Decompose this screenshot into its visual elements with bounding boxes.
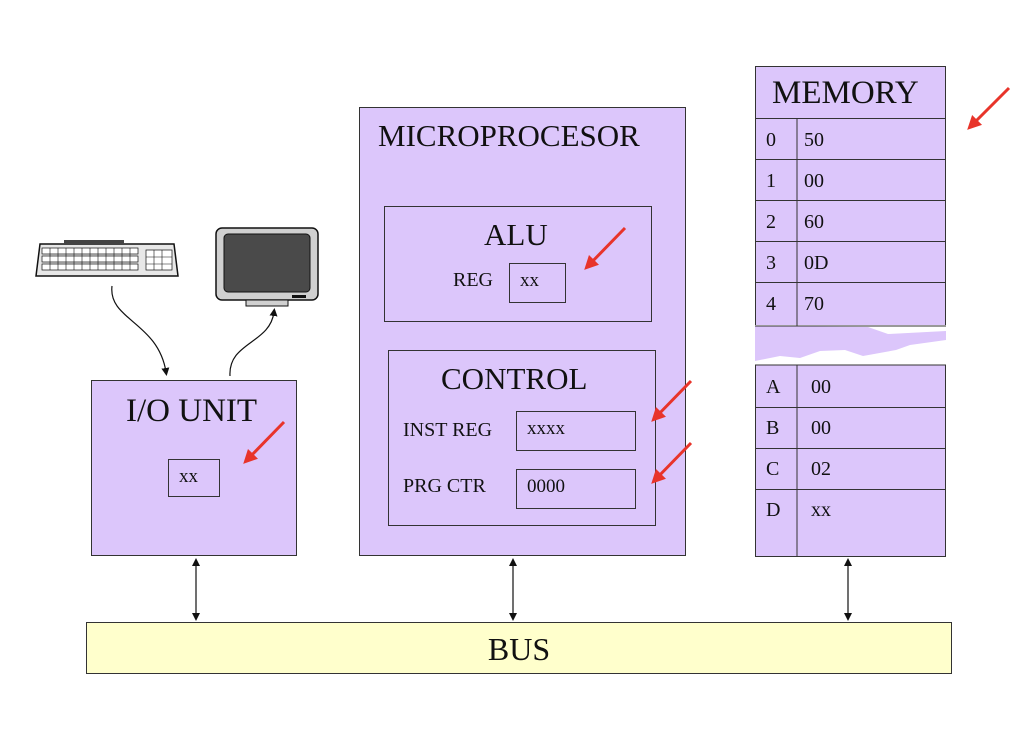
memory-row: 1 00: [756, 160, 946, 201]
memory-address: 2: [766, 211, 776, 233]
keyboard-icon: [35, 240, 179, 277]
io-unit-box: I/O UNIT xx: [91, 380, 297, 556]
memory-address: 3: [766, 252, 776, 274]
memory-value: 00: [811, 376, 831, 398]
memory-value: 00: [804, 170, 824, 192]
alu-reg-label: REG: [453, 269, 493, 291]
control-box: CONTROL INST REG xxxx PRG CTR 0000: [388, 350, 656, 526]
memory-value: 50: [804, 129, 824, 151]
control-title: CONTROL: [441, 361, 588, 396]
memory-row: 4 70: [756, 283, 946, 324]
memory-value: 00: [811, 417, 831, 439]
memory-row: 0 50: [756, 119, 946, 160]
prg-ctr-register: 0000: [516, 469, 636, 509]
io-unit-title: I/O UNIT: [126, 393, 258, 429]
microprocessor-title: MICROPROCESOR: [378, 118, 640, 153]
memory-row: 2 60: [756, 201, 946, 242]
memory-row: B 00: [756, 408, 946, 449]
microprocessor-box: MICROPROCESOR ALU REG xx CONTROL INST RE…: [359, 107, 686, 556]
alu-title: ALU: [484, 217, 548, 252]
inst-reg-register: xxxx: [516, 411, 636, 451]
red-arrow-memory: [967, 86, 1011, 130]
bus-bar: BUS: [86, 622, 952, 674]
memory-row: 3 0D: [756, 242, 946, 283]
memory-value: 60: [804, 211, 824, 233]
memory-value: xx: [811, 499, 831, 521]
io-unit-register: xx: [168, 459, 220, 497]
memory-address: 0: [766, 129, 776, 151]
memory-title: MEMORY: [772, 75, 919, 111]
memory-value: 70: [804, 293, 824, 315]
memory-address: D: [766, 499, 781, 521]
alu-register: xx: [509, 263, 566, 303]
inst-reg-label: INST REG: [403, 419, 493, 441]
alu-box: ALU REG xx: [384, 206, 652, 322]
memory-address: A: [766, 376, 781, 398]
memory-row: A 00: [756, 367, 946, 408]
memory-value: 02: [811, 458, 831, 480]
memory-address: B: [766, 417, 780, 439]
memory-row: C 02: [756, 449, 946, 490]
memory-address: 1: [766, 170, 776, 192]
prg-ctr-label: PRG CTR: [403, 475, 486, 497]
monitor-icon: [215, 227, 319, 307]
memory-address: C: [766, 458, 780, 480]
memory-address: 4: [766, 293, 776, 315]
memory-value: 0D: [804, 252, 829, 274]
